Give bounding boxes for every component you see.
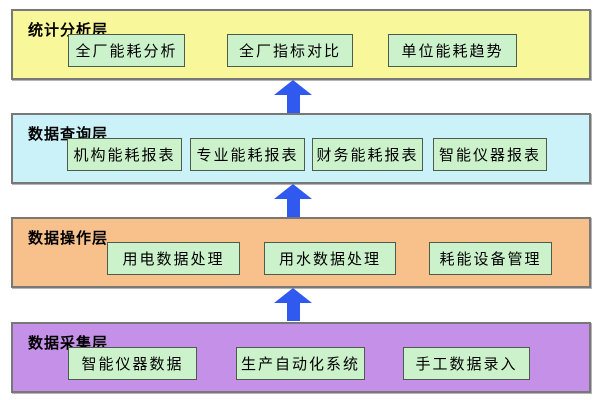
diagram-node: 全厂能耗分析 — [68, 34, 185, 67]
diagram-node: 全厂指标对比 — [227, 34, 353, 67]
diagram-node: 智能仪器数据 — [68, 347, 197, 380]
arrow-stem — [286, 95, 300, 113]
up-arrow — [274, 288, 312, 321]
diagram-node: 生产自动化系统 — [236, 347, 365, 380]
arrow-head-icon — [274, 184, 312, 199]
diagram-node: 耗能设备管理 — [429, 242, 552, 275]
layer-data-operation: 数据操作层 用电数据处理 用水数据处理 耗能设备管理 — [11, 217, 591, 288]
diagram-node: 机构能耗报表 — [67, 138, 182, 171]
layer-statistical-analysis: 统计分析层 全厂能耗分析 全厂指标对比 单位能耗趋势 — [11, 9, 591, 80]
up-arrow — [274, 80, 312, 113]
arrow-head-icon — [274, 80, 312, 95]
diagram-node: 财务能耗报表 — [312, 138, 423, 171]
layer-data-collection: 数据采集层 智能仪器数据 生产自动化系统 手工数据录入 — [11, 322, 591, 393]
arrow-stem — [286, 303, 300, 321]
arrow-stem — [286, 199, 300, 217]
layer-label: 数据操作层 — [28, 229, 109, 247]
diagram-node: 手工数据录入 — [403, 347, 530, 380]
diagram-node: 用水数据处理 — [264, 242, 396, 275]
diagram-node: 智能仪器报表 — [433, 138, 547, 171]
diagram-node: 专业能耗报表 — [190, 138, 305, 171]
arrow-head-icon — [274, 288, 312, 303]
diagram-node: 单位能耗趋势 — [388, 34, 517, 67]
diagram-node: 用电数据处理 — [107, 242, 240, 275]
up-arrow — [274, 184, 312, 217]
layer-data-query: 数据查询层 机构能耗报表 专业能耗报表 财务能耗报表 智能仪器报表 — [11, 113, 591, 184]
